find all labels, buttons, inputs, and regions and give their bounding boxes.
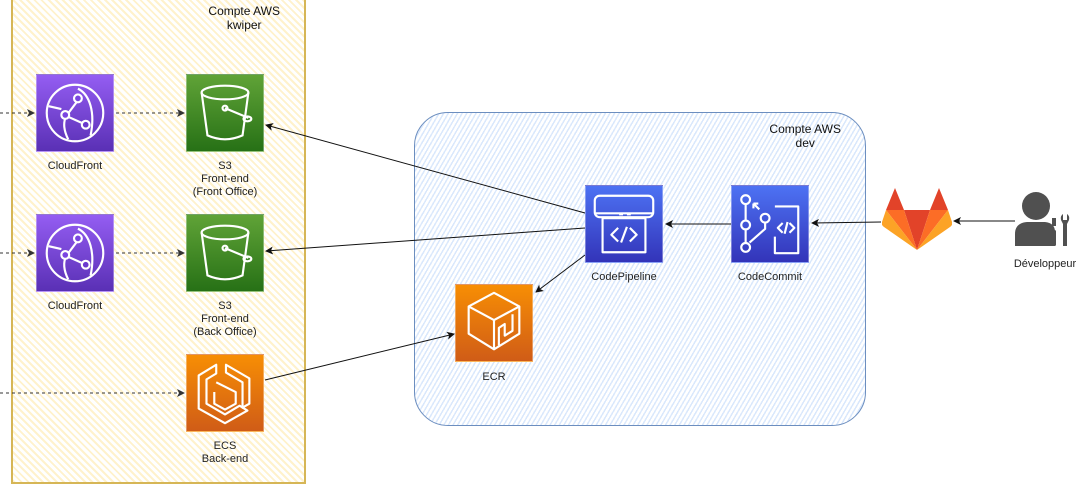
developer-icon [1015,192,1070,246]
s3-back-office-label: S3 Front-end (Back Office) [193,300,256,339]
s3-bucket-icon [200,84,253,141]
group-title: Compte AWS [208,4,280,18]
service-scope: (Back Office) [193,326,257,338]
gitlab-icon [881,188,953,250]
service-scope: (Front Office) [192,186,258,198]
ecs-icon [197,363,251,425]
cloudfront-icon [45,223,105,283]
service-name: S3 [218,300,232,312]
codecommit-label: CodeCommit [737,271,803,283]
cloudfront-1-label: CloudFront [47,160,103,172]
group-account-name: dev [795,136,815,150]
s3-front-office-label: S3 Front-end (Front Office) [193,160,258,199]
ecs-label: ECS Back-end [202,440,248,466]
service-name: S3 [218,160,232,172]
group-title: Compte AWS [769,122,841,136]
aws-account-dev-group: Compte AWS dev [414,112,866,426]
gitlab-node[interactable] [881,188,953,252]
dev-group-label: Compte AWS dev [769,122,841,150]
ecs-node[interactable] [186,354,264,432]
cloudfront-icon [45,83,105,143]
cloudfront-node-2[interactable] [36,214,114,292]
codecommit-node[interactable] [731,185,809,263]
service-role: Front-end [201,313,249,325]
cloudfront-2-label: CloudFront [47,300,103,312]
service-role: Front-end [201,173,249,185]
ecr-icon [467,291,521,351]
group-account-name: kwiper [226,18,262,32]
cloudfront-node-1[interactable] [36,74,114,152]
developer-label: Développeur [1013,258,1077,270]
service-role: Back-end [201,453,249,465]
ecr-label: ECR [482,371,506,383]
s3-back-office-node[interactable] [186,214,264,292]
kwiper-group-label: Compte AWS kwiper [208,4,280,32]
ecr-node[interactable] [455,284,533,362]
s3-bucket-icon [200,224,253,281]
codecommit-icon [740,194,800,255]
developer-actor[interactable] [1015,190,1077,252]
s3-front-office-node[interactable] [186,74,264,152]
service-name: ECS [213,440,237,452]
codepipeline-icon [593,194,655,254]
codepipeline-node[interactable] [585,185,663,263]
codepipeline-label: CodePipeline [591,271,657,283]
